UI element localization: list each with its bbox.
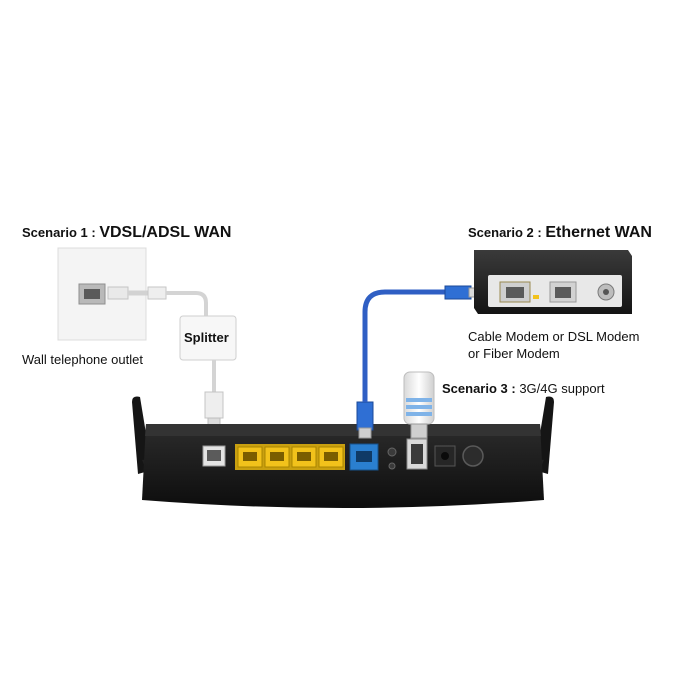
router-usb-port [407,439,427,469]
router-power-jack [435,446,455,466]
scenario-2-heading: Scenario 2 : Ethernet WAN [468,224,652,242]
scenario-1-prefix: Scenario 1 : [22,225,99,240]
scenario-1-title: VDSL/ADSL WAN [99,224,231,241]
scenario-3-prefix: Scenario 3 : [442,381,519,396]
scenario-2-prefix: Scenario 2 : [468,225,545,240]
splitter-label: Splitter [184,330,229,345]
modem-label-line1: Cable Modem or DSL Modem [468,329,639,344]
modem-device [474,250,632,314]
dsl-cable [205,360,223,428]
router-power-button [463,446,483,466]
scenario-3-title: 3G/4G support [519,381,604,396]
scenario-1-heading: Scenario 1 : VDSL/ADSL WAN [22,224,231,242]
modem-label-line2: or Fiber Modem [468,346,560,361]
wall-outlet-label: Wall telephone outlet [22,352,143,367]
router-wan-port [350,444,378,470]
scenario-2-title: Ethernet WAN [545,224,652,241]
scenario-3-heading: Scenario 3 : 3G/4G support [442,381,605,396]
router-dsl-port [203,446,225,466]
router-lan-ports [235,444,345,470]
